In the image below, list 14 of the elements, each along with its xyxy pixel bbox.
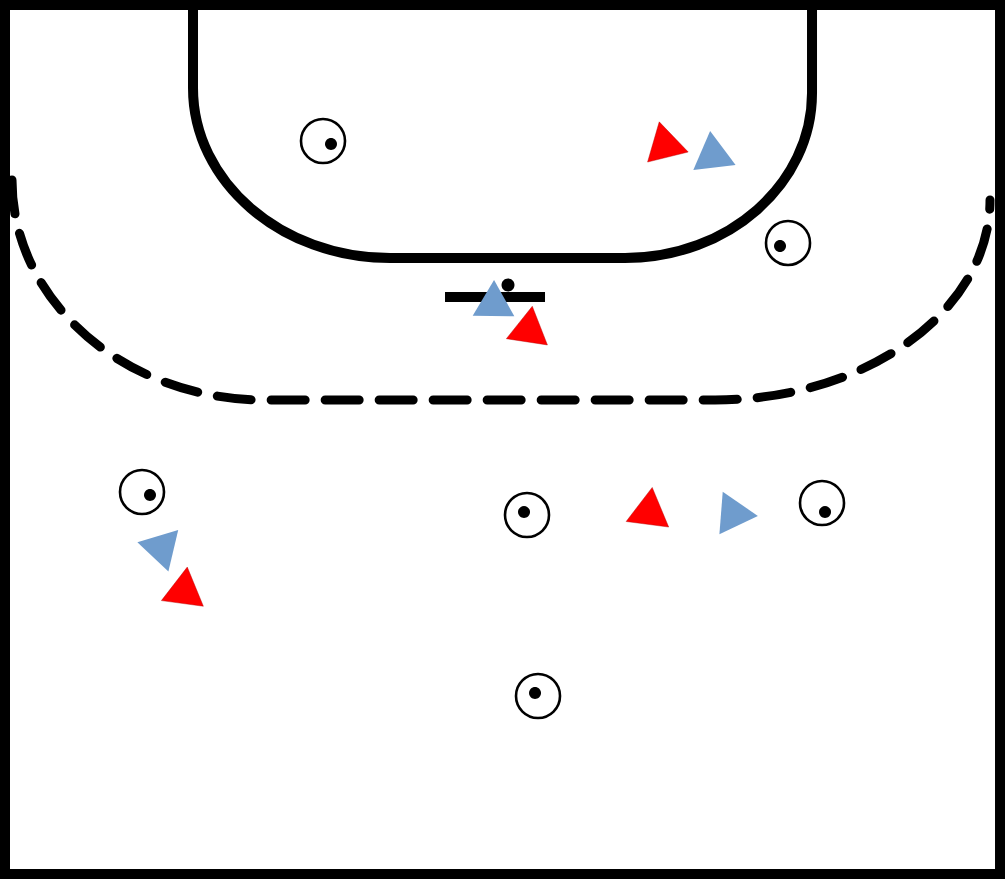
circle-marker — [514, 672, 562, 720]
triangle-marker — [472, 279, 515, 317]
triangle-marker — [506, 306, 548, 346]
triangle-marker — [719, 491, 758, 535]
triangle-marker — [161, 566, 204, 607]
circle-marker — [299, 117, 347, 165]
triangle-marker — [693, 130, 736, 170]
circle-marker — [764, 219, 812, 267]
triangle-marker — [647, 121, 689, 163]
circle-marker — [503, 491, 551, 539]
triangle-marker — [137, 530, 179, 572]
circle-marker — [118, 468, 166, 516]
circle-marker — [798, 479, 846, 527]
triangle-marker — [625, 487, 669, 528]
